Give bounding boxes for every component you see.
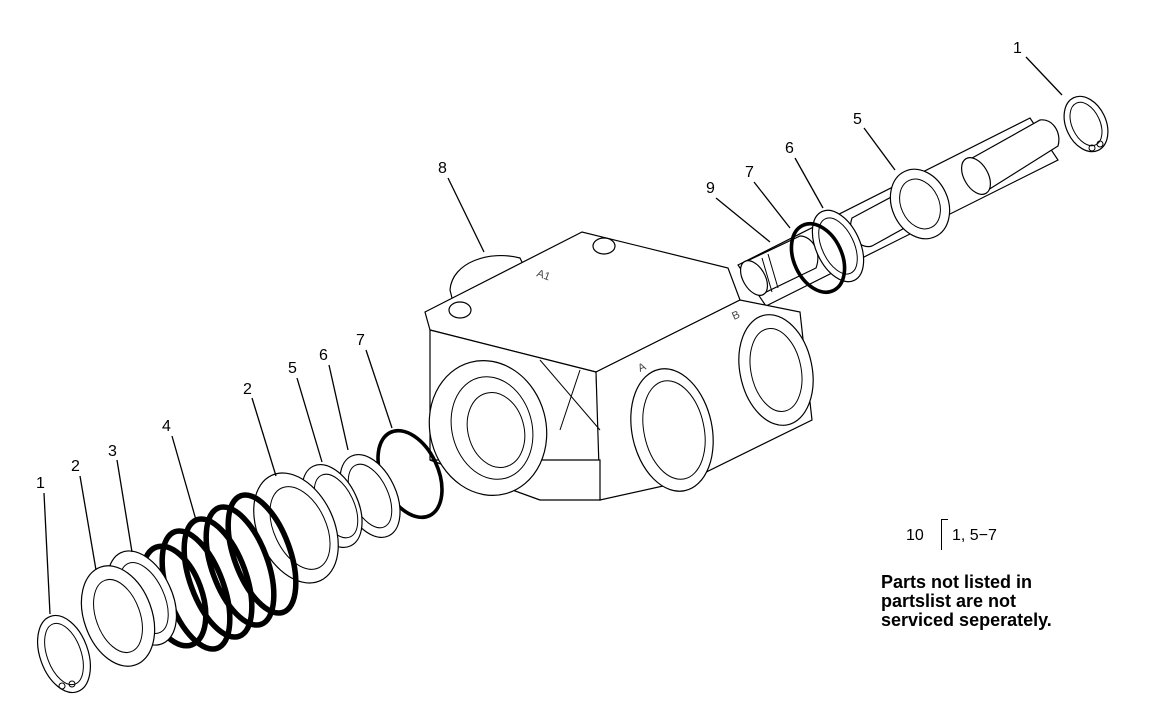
callout-2-left: 2: [71, 458, 97, 571]
kit-items: 1, 5−7: [952, 527, 997, 544]
note-line-3: serviced seperately.: [881, 610, 1052, 630]
svg-text:5: 5: [288, 360, 297, 377]
callout-9-right: 9: [706, 180, 771, 243]
o-ring-right: [789, 222, 847, 294]
callout-8-body: 8: [438, 160, 485, 253]
port-stamp-a1: A1: [535, 268, 552, 284]
svg-text:7: 7: [745, 164, 754, 181]
svg-text:7: 7: [356, 332, 365, 349]
callout-6-left: 6: [319, 347, 349, 451]
callout-7-right: 7: [745, 164, 791, 229]
svg-text:1: 1: [1013, 40, 1022, 57]
snap-ring-left: [37, 614, 91, 694]
svg-text:9: 9: [706, 180, 715, 197]
svg-text:2: 2: [243, 381, 252, 398]
washer-right: [889, 168, 951, 240]
callout-5-left: 5: [288, 360, 323, 463]
svg-text:6: 6: [785, 140, 794, 157]
washer-outer-left: [80, 565, 156, 667]
svg-text:8: 8: [438, 160, 447, 177]
svg-text:2: 2: [71, 458, 80, 475]
svg-text:4: 4: [162, 418, 171, 435]
callout-3-left: 3: [108, 443, 133, 553]
svg-text:3: 3: [108, 443, 117, 460]
callout-1-right: 1: [1013, 40, 1063, 96]
callout-1-left: 1: [36, 475, 51, 615]
callout-7-left: 7: [356, 332, 393, 429]
callout-5-right: 5: [853, 111, 896, 171]
svg-text:1: 1: [36, 475, 45, 492]
svg-text:5: 5: [853, 111, 862, 128]
washer-inner-left: [253, 472, 339, 584]
snap-ring-right: [1063, 95, 1109, 153]
note-line-2: partslist are not: [881, 591, 1017, 611]
port-stamp-b: B: [730, 309, 742, 323]
callout-4-spring: 4: [162, 418, 197, 521]
callout-6-right: 6: [785, 140, 824, 209]
callout-2-mid: 2: [243, 381, 277, 477]
kit-number: 10: [906, 527, 924, 544]
note-line-1: Parts not listed in: [881, 572, 1033, 592]
valve-body: A1 B A: [424, 231, 814, 501]
service-note: Parts not listed in partslist are not se…: [881, 573, 1111, 630]
svg-text:6: 6: [319, 347, 328, 364]
kit-bracket: [941, 519, 948, 550]
